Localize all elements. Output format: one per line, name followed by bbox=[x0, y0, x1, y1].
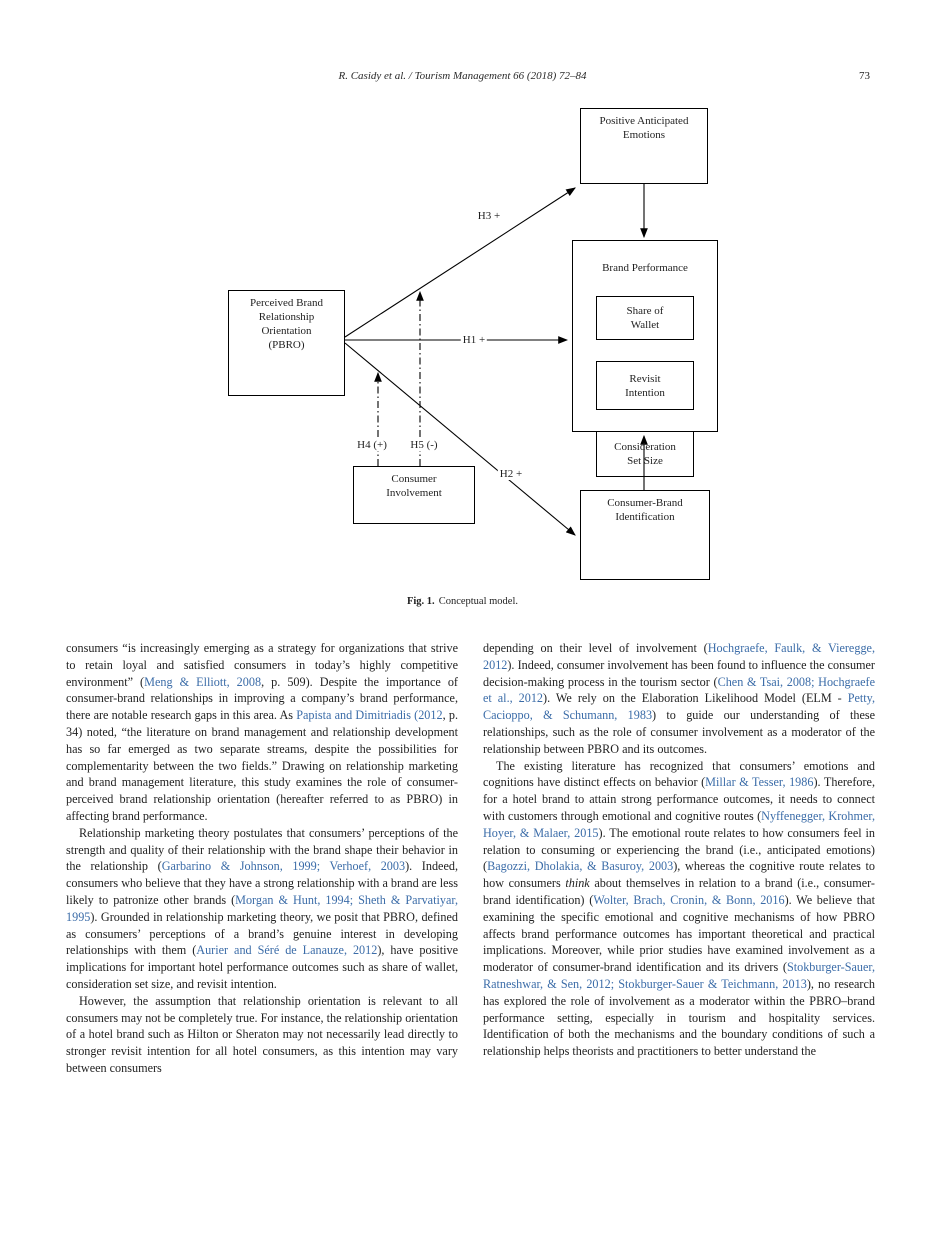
text-run: consumers “is increasingly emerging as a… bbox=[66, 641, 458, 689]
text-run: ). We rely on the Elaboration Likelihood… bbox=[543, 691, 848, 706]
text-run: ). Indeed, consumers who believe that th… bbox=[66, 859, 459, 907]
figure-caption: Fig. 1.Conceptual model. bbox=[0, 596, 925, 607]
text-run: ), whereas the cognitive route relates t… bbox=[483, 859, 875, 891]
figure-caption-text: Conceptual model. bbox=[438, 596, 519, 607]
right-column: depending on their level of involvement … bbox=[483, 640, 875, 1077]
brand-performance-title: Brand Performance bbox=[602, 262, 688, 274]
text-run: ). Indeed, consumer involvement has been… bbox=[483, 657, 875, 689]
text-run: ), have positive implications for import… bbox=[66, 943, 458, 991]
text-run: , p. 34) noted, “the literature on brand… bbox=[66, 708, 458, 823]
consumer-involvement-box: Consumer Involvement bbox=[353, 466, 475, 524]
page-number: 73 bbox=[859, 70, 870, 82]
citation-link[interactable]: Hochgraefe, Faulk, & Vieregge, 2012 bbox=[483, 641, 875, 672]
running-title: R. Casidy et al. / Tourism Management 66… bbox=[338, 70, 587, 82]
figure-caption-label: Fig. 1. bbox=[406, 596, 435, 607]
pbro-box: Perceived Brand Relationship Orientation… bbox=[228, 290, 345, 396]
consumer-brand-identification-box: Consumer-Brand Identification bbox=[580, 490, 710, 580]
citation-link[interactable]: Chen & Tsai, 2008; Hochgraefe et al., 20… bbox=[483, 674, 875, 706]
citation-link[interactable]: Stokburger-Sauer, Ratneshwar, & Sen, 201… bbox=[483, 960, 875, 991]
text-run: ). The emotional route relates to how co… bbox=[483, 825, 875, 874]
citation-link[interactable]: Morgan & Hunt, 1994; Sheth & Parvatiyar,… bbox=[66, 892, 458, 924]
citation-link[interactable]: Aurier and Séré de Lanauze, 2012 bbox=[196, 943, 378, 958]
text-run: ) to guide our understanding of these re… bbox=[483, 708, 876, 756]
h3-arrow bbox=[344, 187, 576, 338]
citation-link[interactable]: Garbarino & Johnson, 1999; Verhoef, 2003 bbox=[161, 859, 406, 874]
text-run: However, the assumption that relationshi… bbox=[66, 993, 458, 1075]
citation-link[interactable]: Bagozzi, Dholakia, & Basuroy, 2003 bbox=[487, 859, 674, 874]
left-column: consumers “is increasingly emerging as a… bbox=[66, 640, 458, 1077]
brand-performance-box: Brand Performance Share of Wallet Revisi… bbox=[572, 240, 718, 477]
citation-link[interactable]: Papista and Dimitriadis (2012 bbox=[296, 708, 443, 723]
citation-link[interactable]: Nyffenegger, Krohmer, Hoyer, & Malaer, 2… bbox=[483, 808, 875, 840]
text-run: The existing literature has recognized t… bbox=[483, 758, 875, 790]
h1-label: H1 + bbox=[460, 334, 488, 346]
text-run: ). Grounded in relationship marketing th… bbox=[66, 909, 458, 958]
text-run: depending on their level of involvement … bbox=[483, 641, 708, 655]
h4-label: H4 (+) bbox=[355, 439, 389, 451]
positive-anticipated-emotions-box: Positive Anticipated Emotions bbox=[580, 108, 708, 184]
text-run: think bbox=[565, 876, 590, 891]
text-run: ), no research has explored the role of … bbox=[483, 976, 875, 1059]
citation-link[interactable]: Wolter, Brach, Cronin, & Bonn, 2016 bbox=[593, 892, 785, 907]
text-run: Relationship marketing theory postulates… bbox=[66, 825, 458, 874]
arrows-layer bbox=[344, 184, 648, 536]
paragraph: The existing literature has recognized t… bbox=[483, 758, 875, 1060]
text-run: about themselves in relation to a brand … bbox=[483, 876, 875, 907]
consideration-set-size-box: Consideration Set Size bbox=[596, 431, 694, 477]
citation-link[interactable]: Millar & Tesser, 1986 bbox=[705, 775, 814, 790]
paragraph: consumers “is increasingly emerging as a… bbox=[66, 640, 458, 825]
text-run: , p. 509). Despite the importance of con… bbox=[66, 674, 458, 723]
figure-1: Positive Anticipated Emotions Perceived … bbox=[228, 108, 718, 580]
text-run: ). We believe that examining the specifi… bbox=[483, 892, 875, 975]
paragraph: However, the assumption that relationshi… bbox=[66, 993, 458, 1077]
paragraph: Relationship marketing theory postulates… bbox=[66, 825, 458, 993]
citation-link[interactable]: Petty, Cacioppo, & Schumann, 1983 bbox=[483, 691, 876, 723]
h3-label: H3 + bbox=[475, 210, 503, 222]
body-text: consumers “is increasingly emerging as a… bbox=[66, 640, 875, 1077]
h2-arrow bbox=[344, 342, 576, 536]
revisit-intention-box: Revisit Intention bbox=[596, 361, 694, 410]
paragraph: depending on their level of involvement … bbox=[483, 640, 875, 758]
h5-label: H5 (-) bbox=[408, 439, 440, 451]
h2-label: H2 + bbox=[497, 468, 525, 480]
share-of-wallet-box: Share of Wallet bbox=[596, 296, 694, 340]
text-run: ). Therefore, for a hotel brand to attai… bbox=[483, 775, 875, 823]
citation-link[interactable]: Meng & Elliott, 2008 bbox=[144, 674, 262, 689]
